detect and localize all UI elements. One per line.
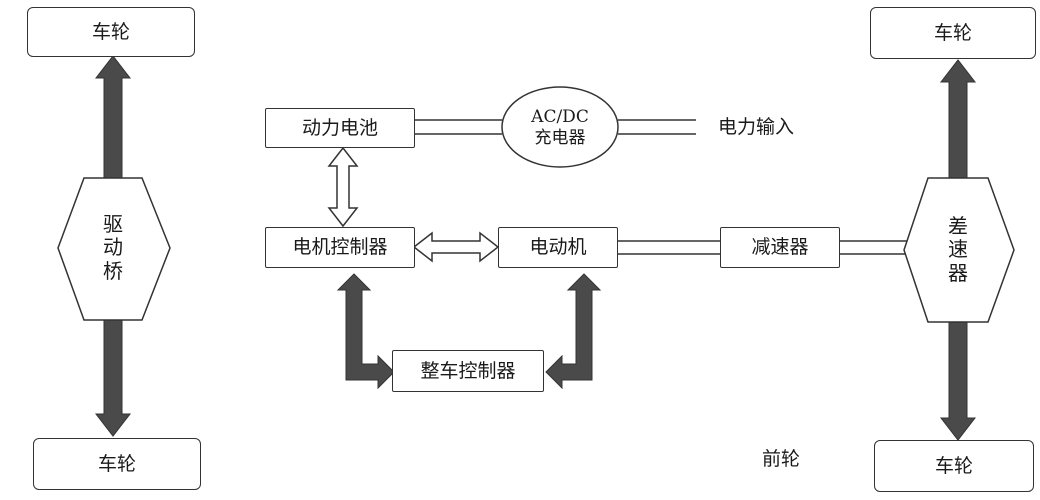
differential-label: 差 速 器	[928, 190, 988, 310]
right-shaft-up-arrow	[939, 59, 977, 179]
wheel-top-right-label: 车轮	[933, 21, 972, 44]
wheel-bottom-left: 车轮	[33, 438, 201, 490]
reducer-label: 减速器	[751, 236, 809, 258]
wheel-bottom-left-label: 车轮	[97, 452, 136, 475]
motor-box: 电动机	[498, 227, 618, 268]
drive-axle-hexagon	[57, 177, 171, 321]
motor-controller-box: 电机控制器	[265, 227, 415, 268]
right-shaft-down-arrow	[939, 321, 977, 441]
drive-axle-char-2: 动	[103, 235, 123, 260]
differential-char-1: 差	[948, 213, 968, 238]
drive-axle-char-1: 驱	[103, 211, 123, 236]
battery-controller-double-arrow	[327, 146, 359, 228]
charger-ellipse	[501, 86, 619, 168]
left-shaft-down-arrow	[94, 317, 132, 437]
left-shaft-up-arrow	[94, 55, 132, 179]
charger-label: AC/DC 充电器	[502, 92, 618, 164]
reducer-box: 减速器	[720, 227, 840, 268]
charger-label-line2: 充电器	[534, 128, 586, 148]
charger-label-line1: AC/DC	[531, 106, 589, 127]
battery-box: 动力电池	[265, 108, 415, 148]
vehicle-controller-box: 整车控制器	[392, 350, 544, 392]
front-wheel-label: 前轮	[762, 448, 801, 470]
differential-char-3: 器	[948, 260, 968, 285]
controller-vehicle-left-arrow	[336, 273, 395, 390]
motor-vehicle-right-arrow	[545, 273, 602, 390]
differential-hexagon	[903, 177, 1015, 323]
wheel-top-right: 车轮	[870, 7, 1036, 59]
drive-axle-char-3: 桥	[103, 258, 123, 283]
motor-label: 电动机	[529, 236, 587, 258]
motor-controller-label: 电机控制器	[292, 236, 388, 258]
differential-char-2: 速	[948, 237, 968, 262]
wheel-bottom-right-label: 车轮	[934, 454, 973, 477]
wheel-top-left: 车轮	[27, 7, 195, 57]
controller-motor-double-arrow	[412, 231, 500, 263]
wheel-top-left-label: 车轮	[91, 20, 130, 43]
power-input-label: 电力输入	[718, 116, 795, 138]
wheel-bottom-right: 车轮	[874, 440, 1034, 492]
drive-axle-label: 驱 动 桥	[84, 188, 142, 308]
battery-label: 动力电池	[301, 116, 378, 139]
vehicle-controller-label: 整车控制器	[420, 359, 516, 382]
